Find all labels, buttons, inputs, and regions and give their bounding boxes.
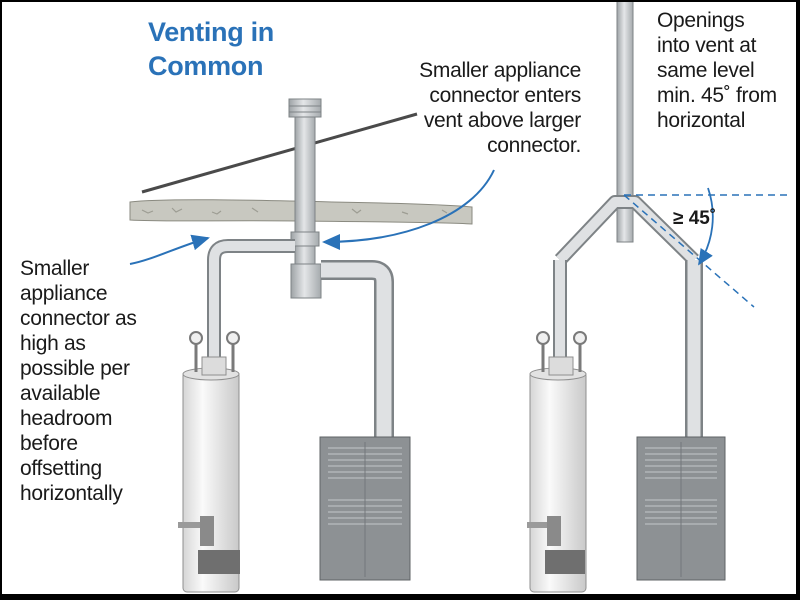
callout-line: appliance xyxy=(20,282,108,305)
callout-line: horizontally xyxy=(20,482,123,505)
callout-line: same level xyxy=(657,59,755,82)
vent-cap xyxy=(288,98,322,118)
callout-line: available xyxy=(20,382,101,405)
arrow-to-smaller-connector xyxy=(129,234,210,265)
callout-line: headroom xyxy=(20,407,113,430)
callout-line: Openings xyxy=(657,9,745,32)
callout-line: Smaller appliance xyxy=(419,59,581,82)
title-line: Venting in xyxy=(148,17,275,47)
callout-line: connector as xyxy=(20,307,137,330)
callout-vent-entry: Smaller appliance connector enters vent … xyxy=(409,58,581,158)
callout-line: connector. xyxy=(487,134,581,157)
furnace-left xyxy=(319,436,411,581)
venting-illustration xyxy=(129,2,792,593)
callout-smaller-connector: Smaller appliance connector as high as p… xyxy=(20,256,137,506)
callout-openings: Openings into vent at same level min. 45… xyxy=(657,8,777,133)
callout-line: into vent at xyxy=(657,34,757,57)
angle-label: ≥ 45˚ xyxy=(673,208,717,229)
diagram-frame: Venting in Common Smaller appliance conn… xyxy=(2,2,796,594)
diagram-title: Venting in Common xyxy=(148,15,274,83)
furnace-right xyxy=(636,436,726,581)
roof-line xyxy=(141,112,418,194)
callout-line: possible per xyxy=(20,357,130,380)
title-line: Common xyxy=(148,51,264,81)
water-heater-left xyxy=(178,331,240,593)
callout-line: vent above larger xyxy=(423,109,581,132)
callout-line: horizontal xyxy=(657,109,746,132)
larger-connector-left xyxy=(321,260,394,442)
callout-line: before xyxy=(20,432,78,455)
common-vent-right xyxy=(616,2,634,243)
callout-line: offsetting xyxy=(20,457,102,480)
callout-line: connector enters xyxy=(429,84,581,107)
callout-line: Smaller xyxy=(20,257,90,280)
callout-line: high as xyxy=(20,332,86,355)
callout-line: min. 45˚ from xyxy=(657,84,777,107)
angle-arc xyxy=(698,187,714,266)
water-heater-right xyxy=(527,331,587,593)
angle-guide xyxy=(623,194,755,308)
arrow-to-vent-entry xyxy=(322,169,495,250)
